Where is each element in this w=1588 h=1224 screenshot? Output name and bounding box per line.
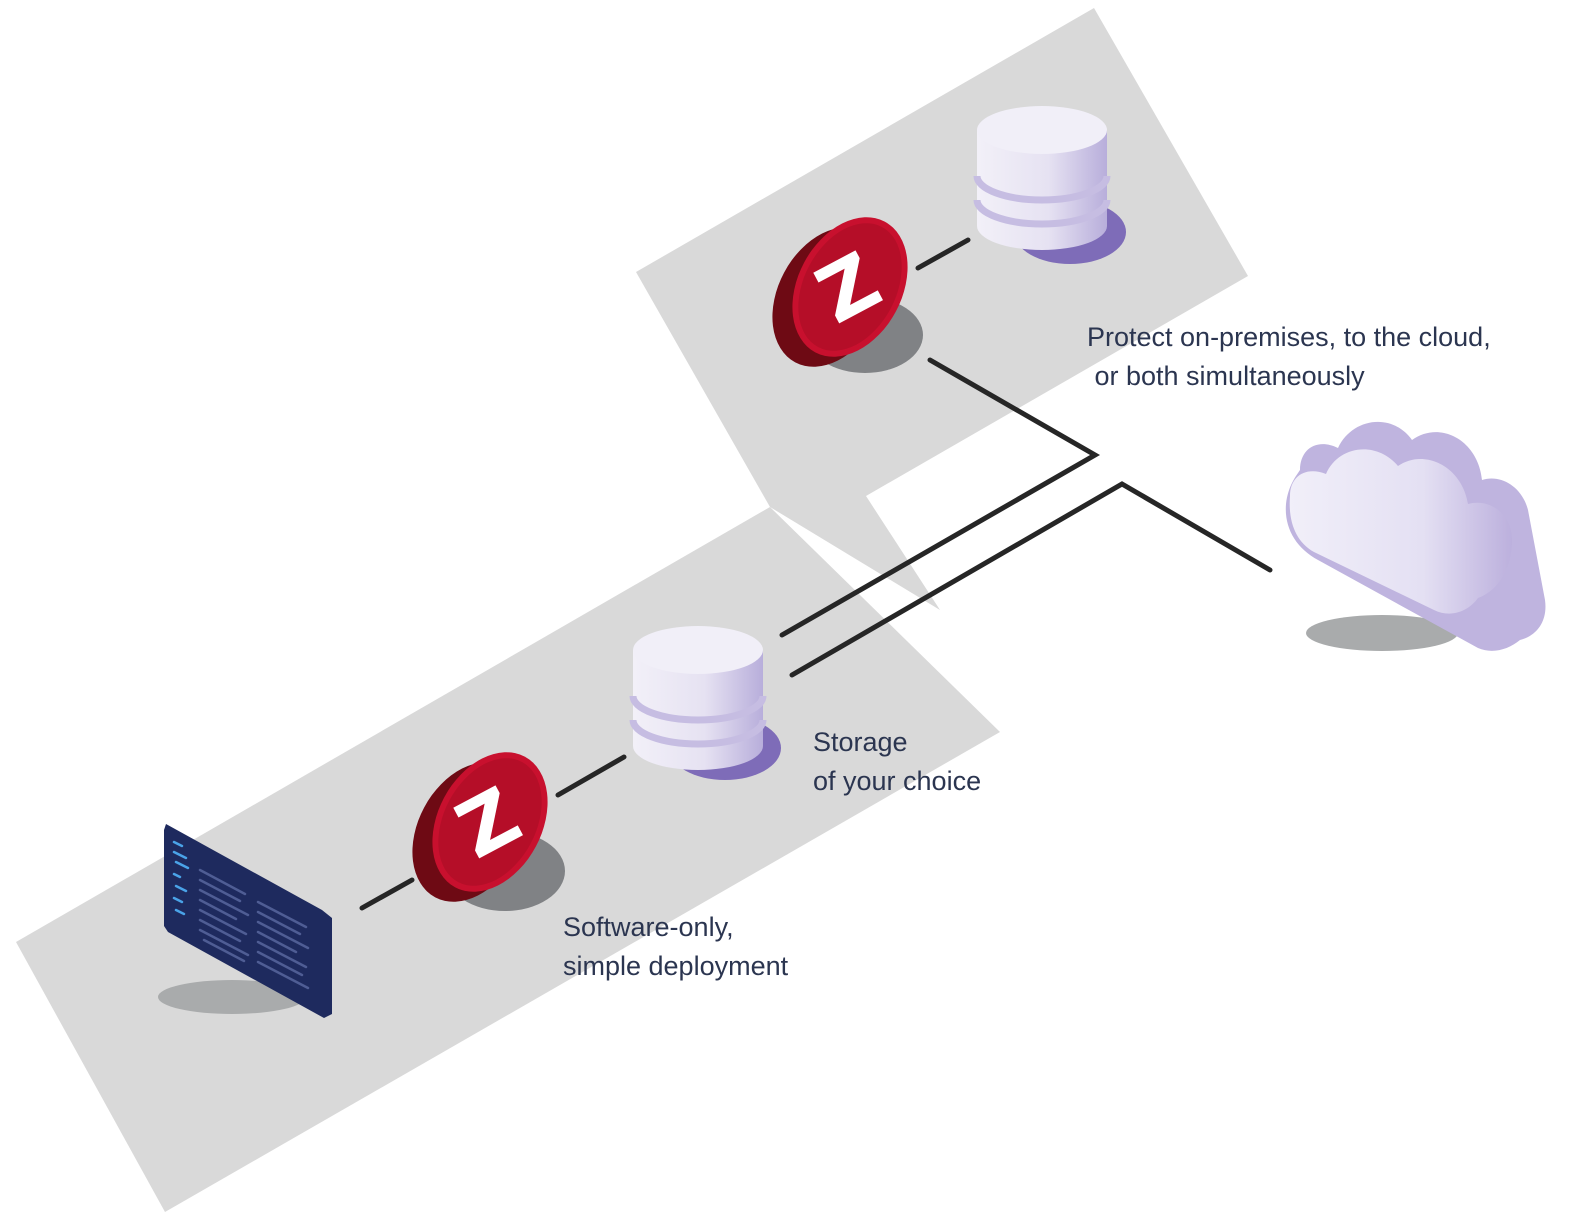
- zerto-logo-dr: Z: [772, 217, 923, 373]
- label-software-line2: simple deployment: [563, 951, 789, 981]
- line-cloud-to-onprem: [789, 481, 1273, 678]
- line-zerto-to-storage: [555, 754, 627, 798]
- screen-shadow: [158, 980, 306, 1014]
- label-storage-line1: Storage: [813, 727, 908, 757]
- label-software: Software-only, simple deployment: [563, 908, 788, 986]
- screen-code-lines: [172, 840, 310, 990]
- label-cloud-line1: Protect on-premises, to the cloud,: [1087, 322, 1491, 352]
- label-cloud: Protect on-premises, to the cloud, or bo…: [1087, 318, 1491, 396]
- label-software-line1: Software-only,: [563, 912, 734, 942]
- application-screen: [158, 824, 332, 1018]
- line-zerto-top-to-onprem: [779, 357, 1101, 638]
- zerto-logo-onprem: Z: [412, 752, 565, 911]
- storage-icon-onprem: [629, 626, 781, 780]
- connection-lines: [359, 237, 1273, 911]
- storage-icon-dr: [973, 106, 1126, 264]
- line-zerto-to-storage-top: [915, 237, 971, 271]
- line-screen-to-zerto: [359, 877, 415, 911]
- label-cloud-line2: or both simultaneously: [1087, 361, 1365, 391]
- platform-dr-site: [636, 8, 1248, 610]
- label-storage-line2: of your choice: [813, 766, 982, 796]
- cloud-icon: [1285, 421, 1546, 651]
- label-storage: Storage of your choice: [813, 723, 981, 801]
